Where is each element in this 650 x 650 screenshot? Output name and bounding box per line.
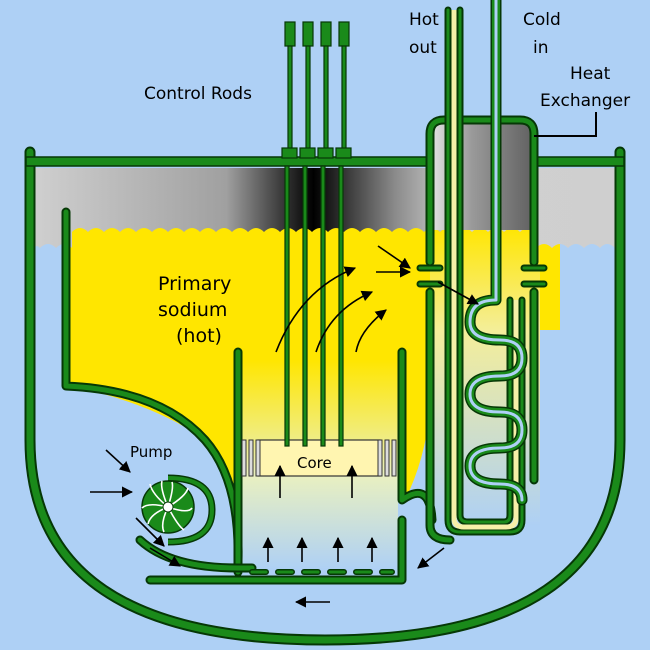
primary-sodium-label-line1: Primary: [158, 273, 231, 295]
cold-in-label-line2: in: [533, 38, 549, 58]
reactor-core: [241, 439, 397, 477]
hot-out-label-line1: Hot: [409, 10, 439, 30]
heat-exchanger: [416, 0, 597, 545]
control-rods-label: Control Rods: [144, 84, 252, 104]
cold-in-label-line1: Cold: [523, 10, 561, 30]
roof-deck-right: [533, 156, 625, 167]
roof-deck: [25, 156, 431, 167]
heat-exchanger-label-line2: Exchanger: [540, 91, 630, 111]
pump-label: Pump: [130, 443, 172, 461]
control-rods: [281, 21, 352, 447]
hot-out-label-line2: out: [409, 38, 437, 58]
core-label: Core: [297, 454, 332, 472]
flow-arrow-icon: [90, 245, 479, 608]
primary-sodium-label-line3: (hot): [176, 325, 222, 347]
heat-exchanger-label-line1: Heat: [570, 64, 611, 84]
pump-impeller-icon: [141, 474, 216, 546]
primary-sodium-label-line2: sodium: [158, 299, 227, 321]
